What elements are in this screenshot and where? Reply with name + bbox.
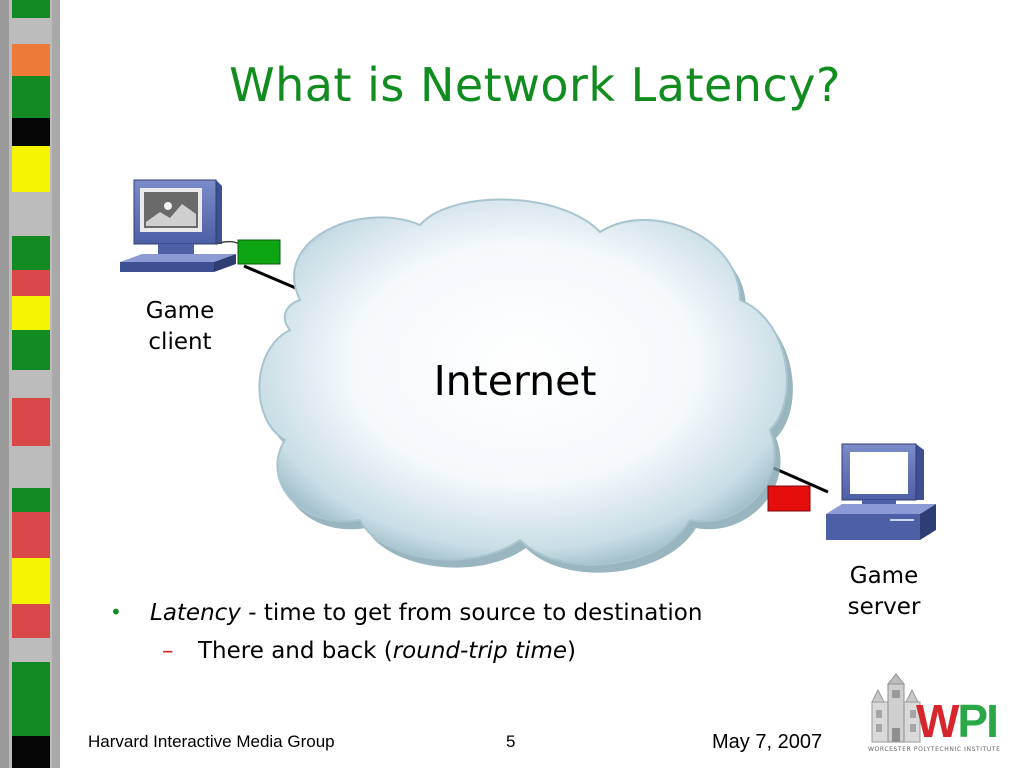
strip-block	[12, 398, 50, 446]
footer-page-number: 5	[506, 732, 516, 751]
strip-block	[12, 270, 50, 296]
strip-block	[12, 44, 50, 76]
server-computer-icon	[826, 443, 936, 540]
footer-group: Harvard Interactive Media Group	[88, 732, 335, 751]
strip-block	[12, 118, 50, 146]
client-label-line1: Game	[145, 298, 215, 324]
bullet-text: Latency - time to get from source to des…	[150, 600, 702, 626]
strip-right	[52, 0, 60, 768]
wpi-logo-icon	[871, 673, 921, 743]
desktop-computer-icon	[120, 179, 244, 272]
strip-left	[0, 0, 9, 768]
latency-definition: - time to get from source to destination	[240, 600, 703, 626]
strip-block	[12, 330, 50, 370]
latency-term: Latency	[150, 600, 241, 626]
sub-bullet-pre: There and back (	[198, 638, 393, 664]
strip-block	[12, 662, 50, 736]
strip-block	[12, 236, 50, 270]
strip-block	[12, 0, 50, 18]
footer-date: May 7, 2007	[712, 731, 823, 753]
wpi-logo-w: W	[916, 695, 959, 747]
strip-block	[12, 296, 50, 330]
wpi-logo-pi: PI	[957, 695, 998, 747]
strip-block	[12, 512, 50, 558]
strip-block	[12, 736, 50, 768]
wpi-logo-text: WPI	[916, 695, 999, 747]
client-link-line	[243, 264, 299, 291]
server-packet	[767, 485, 811, 512]
strip-block	[12, 558, 50, 604]
client-packet	[237, 239, 281, 265]
server-label-line1: Game	[849, 563, 919, 589]
round-trip-term: round-trip time	[392, 638, 568, 664]
strip-block	[12, 146, 50, 192]
bullet-marker: •	[110, 600, 122, 624]
strip-block	[12, 604, 50, 638]
cloud-label: Internet	[433, 357, 597, 405]
sub-bullet-post: )	[567, 638, 577, 664]
cloud-icon	[258, 198, 793, 573]
server-label: Game server	[834, 561, 934, 623]
strip-block	[12, 76, 50, 118]
client-label-line2: client	[148, 329, 212, 355]
client-label: Game client	[130, 296, 230, 358]
sub-bullet-item: – There and back (round-trip time)	[162, 638, 576, 664]
wpi-logo-caption: WORCESTER POLYTECHNIC INSTITUTE	[868, 746, 1001, 753]
bullet-item: • Latency - time to get from source to d…	[110, 600, 702, 626]
slide-title: What is Network Latency?	[229, 58, 841, 112]
sub-bullet-text: There and back (round-trip time)	[198, 638, 576, 664]
strip-block	[12, 488, 50, 512]
sub-bullet-marker: –	[162, 638, 174, 664]
side-strip	[0, 0, 60, 768]
server-label-line2: server	[847, 594, 921, 620]
